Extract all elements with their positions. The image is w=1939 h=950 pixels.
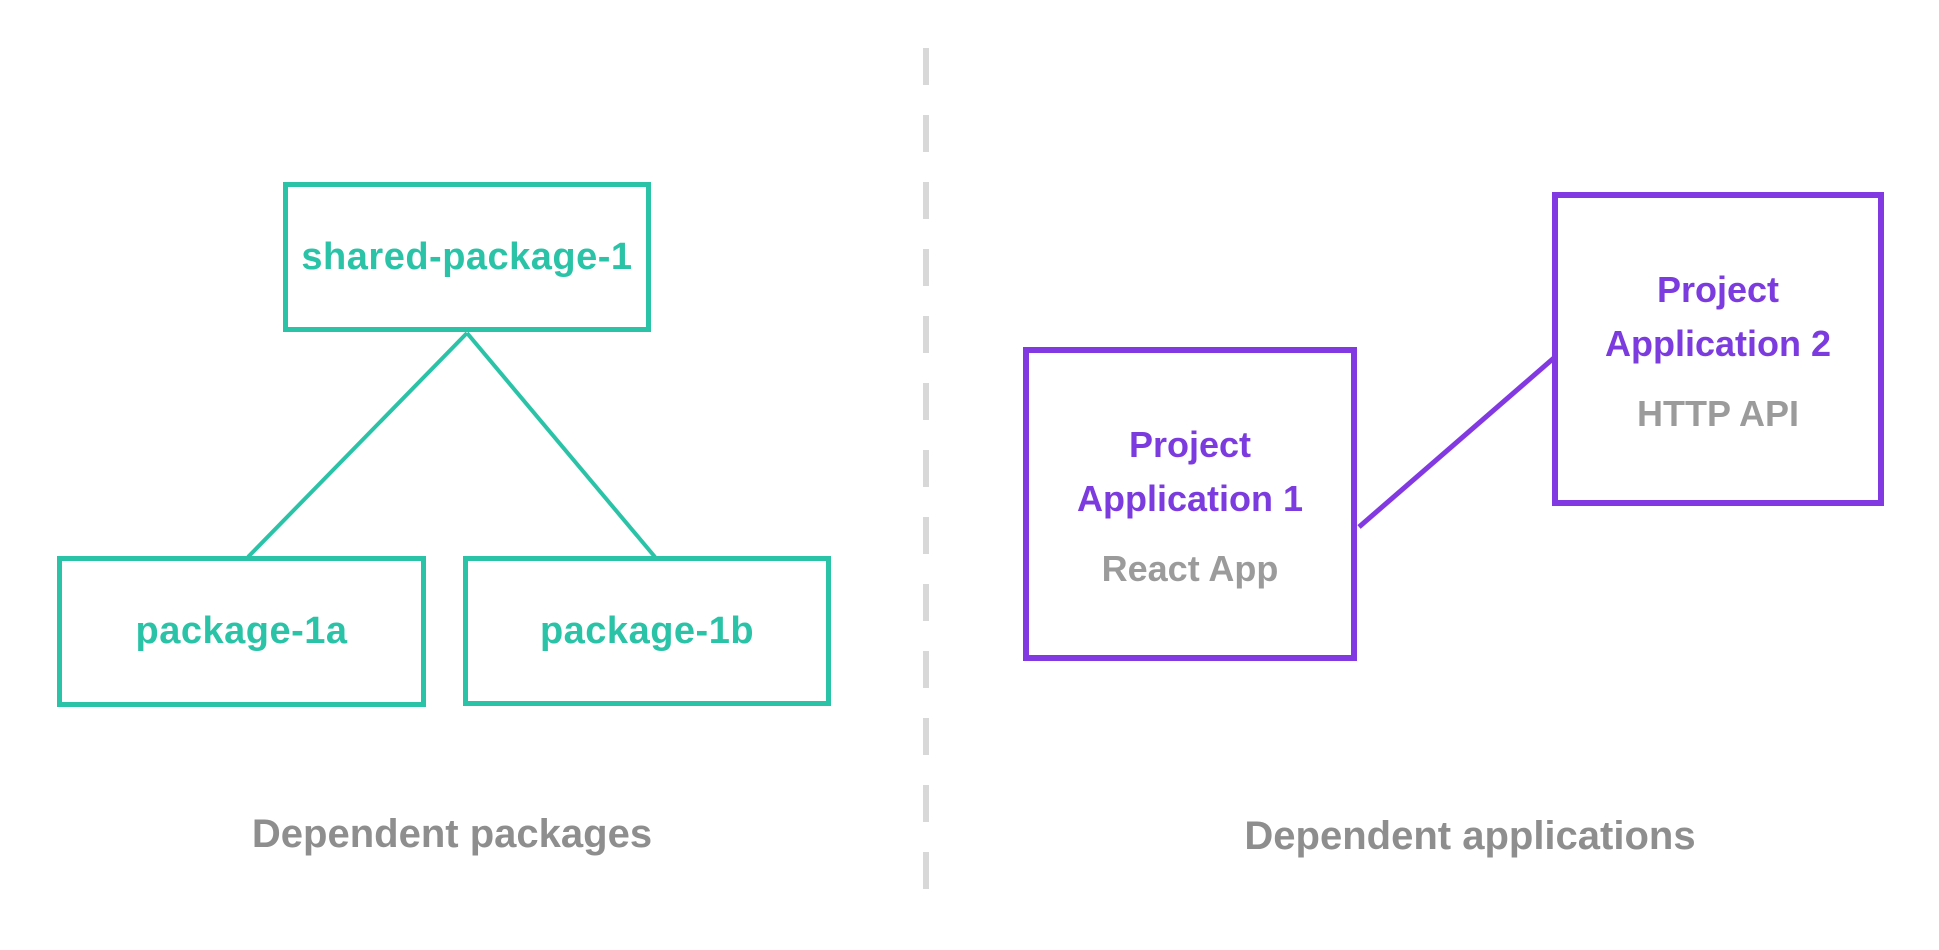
node-project-application-2-title-line2: Application 2 (1604, 323, 1832, 364)
node-project-application-1: Project Application 1 React App (1023, 347, 1357, 661)
node-package-1a-label: package-1a (135, 610, 348, 652)
caption-dependent-packages: Dependent packages (251, 812, 653, 856)
edge-shared-to-package-1a (246, 331, 469, 559)
node-package-1a: package-1a (57, 556, 426, 707)
node-project-application-1-title-line2: Application 1 (1076, 478, 1304, 519)
node-project-application-1-title-line1: Project (1128, 424, 1252, 465)
node-project-application-2-title: Project Application 2 (1605, 263, 1831, 371)
node-shared-package-1-label: shared-package-1 (301, 235, 633, 278)
node-shared-package-1: shared-package-1 (283, 182, 651, 332)
node-package-1b: package-1b (463, 556, 831, 706)
edge-app1-to-app2 (1357, 355, 1557, 529)
node-package-1b-label: package-1b (539, 609, 755, 652)
node-project-application-2-subtitle: HTTP API (1636, 393, 1800, 434)
node-project-application-2: Project Application 2 HTTP API (1552, 192, 1884, 506)
edge-shared-to-package-1b (465, 331, 657, 559)
node-project-application-2-title-line1: Project (1656, 269, 1780, 310)
node-project-application-1-subtitle: React App (1101, 548, 1279, 589)
caption-dependent-applications: Dependent applications (1244, 814, 1696, 858)
node-project-application-1-title: Project Application 1 (1077, 418, 1303, 526)
